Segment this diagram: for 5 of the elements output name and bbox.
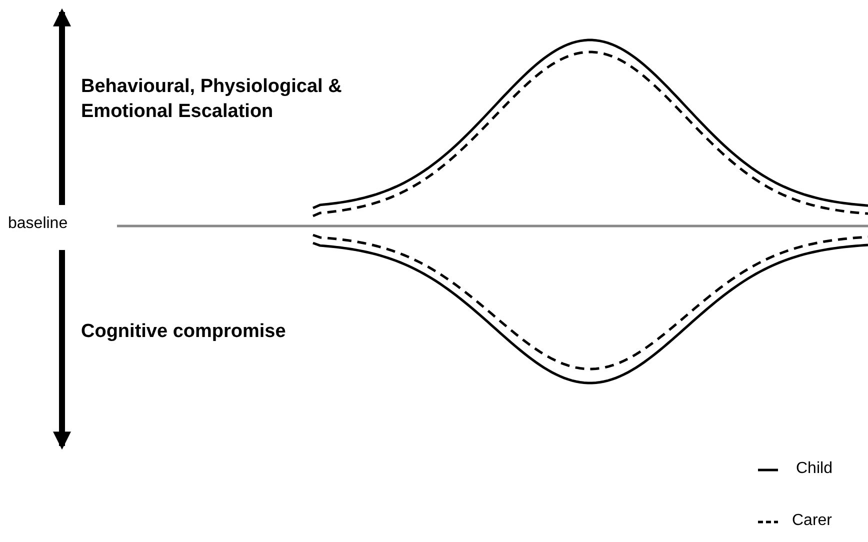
baseline-label: baseline: [8, 214, 68, 234]
axis-label: Cognitive compromise: [81, 320, 286, 344]
axis-label: Behavioural, Physiological & Emotional Escalation: [81, 75, 343, 124]
legend-label: Carer: [792, 511, 832, 531]
legend-label: Child: [796, 459, 832, 479]
